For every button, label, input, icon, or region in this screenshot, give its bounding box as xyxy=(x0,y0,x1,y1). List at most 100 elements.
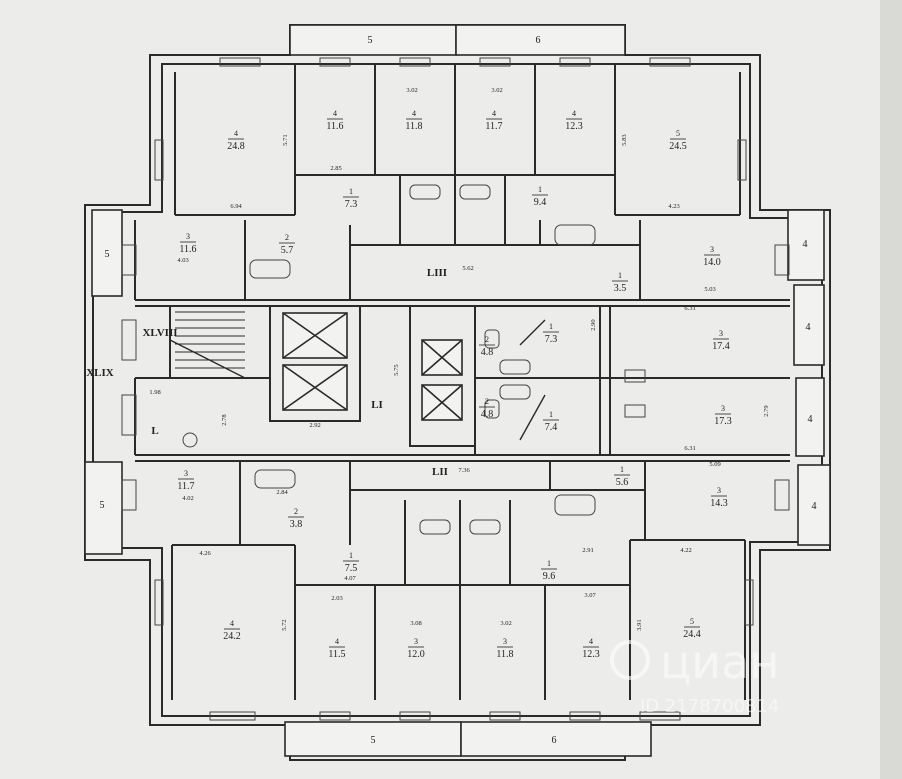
room-number-label: 1 xyxy=(349,551,353,560)
balcony-right-4 xyxy=(797,464,831,546)
room-number-label: 3 xyxy=(184,469,188,478)
balcony-left-upper xyxy=(91,209,123,297)
room-area-label: 12.3 xyxy=(582,649,600,660)
room-area-label: 5.7 xyxy=(281,245,294,256)
room-number-label: 2 xyxy=(485,335,489,344)
dimension-label: 4.22 xyxy=(680,547,691,554)
room-area-label: 24.2 xyxy=(223,631,241,642)
room-number-label: 1 xyxy=(620,465,624,474)
room-number-label: 1 xyxy=(349,187,353,196)
dimension-label: 4.23 xyxy=(668,203,679,210)
dimension-label: 2.91 xyxy=(582,547,593,554)
room-area-label: 24.5 xyxy=(669,141,687,152)
dimension-label: 2.92 xyxy=(309,422,320,429)
room-number-label: 3 xyxy=(717,486,721,495)
balcony-label: 5 xyxy=(371,735,376,746)
room-area-label: 14.3 xyxy=(710,498,728,509)
room-number-label: 5 xyxy=(690,617,694,626)
dimension-label: 2.03 xyxy=(331,595,342,602)
room-area-label: 4.8 xyxy=(481,347,494,358)
dimension-label: 2.85 xyxy=(330,165,341,172)
room-number-label: 1 xyxy=(538,185,542,194)
balcony-label: 5 xyxy=(368,35,373,46)
room-area-label: 7.4 xyxy=(545,422,558,433)
interior-walls xyxy=(134,64,790,700)
balcony-label: 5 xyxy=(105,249,110,260)
balcony-label: 4 xyxy=(806,322,811,333)
dimension-label: 3.02 xyxy=(406,87,417,94)
balcony-top-right xyxy=(455,24,626,56)
dimension-label: 5.03 xyxy=(704,286,715,293)
corridor-label: LII xyxy=(432,466,448,478)
room-number-label: 2 xyxy=(485,397,489,406)
dimension-label: 5.71 xyxy=(282,134,289,145)
dimension-label: 6.31 xyxy=(684,445,695,452)
balcony-right-3 xyxy=(795,377,825,457)
dimension-label: 5.75 xyxy=(393,364,400,375)
room-area-label: 11.7 xyxy=(485,121,502,132)
corridor-label: XLIX xyxy=(86,367,114,379)
balcony-label: 6 xyxy=(536,35,541,46)
dimension-label: 6.31 xyxy=(684,305,695,312)
room-area-label: 11.8 xyxy=(405,121,422,132)
room-area-label: 24.4 xyxy=(683,629,701,640)
room-number-label: 3 xyxy=(721,404,725,413)
room-number-label: 4 xyxy=(572,109,576,118)
dimension-label: 5.72 xyxy=(281,619,288,630)
dimension-label: 3.02 xyxy=(500,620,511,627)
dimension-label: 5.09 xyxy=(709,461,720,468)
dimension-label: 3.08 xyxy=(410,620,421,627)
room-area-label: 14.0 xyxy=(703,257,721,268)
watermark-brand: циан xyxy=(660,635,779,689)
balcony-label: 5 xyxy=(100,500,105,511)
room-area-label: 3.8 xyxy=(290,519,303,530)
room-area-label: 7.3 xyxy=(545,334,558,345)
room-area-label: 7.5 xyxy=(345,563,358,574)
dimension-label: 5.83 xyxy=(621,134,628,145)
room-area-label: 24.8 xyxy=(227,141,245,152)
balcony-label: 6 xyxy=(552,735,557,746)
corridor-label: LIII xyxy=(427,267,447,279)
room-area-label: 3.5 xyxy=(614,283,627,294)
lift-shafts xyxy=(282,312,463,421)
room-number-label: 4 xyxy=(333,109,337,118)
balcony-right-2 xyxy=(793,284,825,366)
room-number-label: 3 xyxy=(503,637,507,646)
dimension-label: 4.02 xyxy=(182,495,193,502)
balcony-right-1 xyxy=(787,209,825,281)
dimension-label: 2.84 xyxy=(276,489,288,496)
room-number-label: 2 xyxy=(294,507,298,516)
room-number-label: 3 xyxy=(186,232,190,241)
room-number-label: 4 xyxy=(589,637,593,646)
room-number-label: 4 xyxy=(335,637,339,646)
dimension-label: 4.26 xyxy=(199,550,211,557)
room-number-label: 3 xyxy=(719,329,723,338)
cian-watermark: циан ID 2178700814 xyxy=(610,635,779,717)
room-area-label: 11.6 xyxy=(326,121,343,132)
cian-logo-icon xyxy=(610,640,650,680)
watermark-id: ID 2178700814 xyxy=(640,696,779,717)
balcony-label: 4 xyxy=(808,414,813,425)
dimension-label: 2.78 xyxy=(221,414,228,425)
windows xyxy=(121,57,790,721)
room-area-label: 12.0 xyxy=(407,649,425,660)
corridor-label: LI xyxy=(371,399,383,411)
room-area-label: 11.5 xyxy=(328,649,345,660)
room-number-label: 1 xyxy=(547,559,551,568)
room-number-label: 3 xyxy=(710,245,714,254)
dimension-label: 4.07 xyxy=(344,575,356,582)
room-area-label: 11.6 xyxy=(179,244,196,255)
room-number-label: 3 xyxy=(414,637,418,646)
room-number-label: 1 xyxy=(618,271,622,280)
room-number-label: 5 xyxy=(676,129,680,138)
dimension-label: 3.02 xyxy=(491,87,502,94)
room-area-label: 4.8 xyxy=(481,409,494,420)
dimension-label: 4.03 xyxy=(177,257,188,264)
corridor-label: L xyxy=(151,425,158,437)
balcony-labels: 5 6 5 6 5 5 4 4 4 4 xyxy=(100,35,817,746)
dimension-label: 3.07 xyxy=(584,592,596,599)
balcony-label: 4 xyxy=(803,239,808,250)
